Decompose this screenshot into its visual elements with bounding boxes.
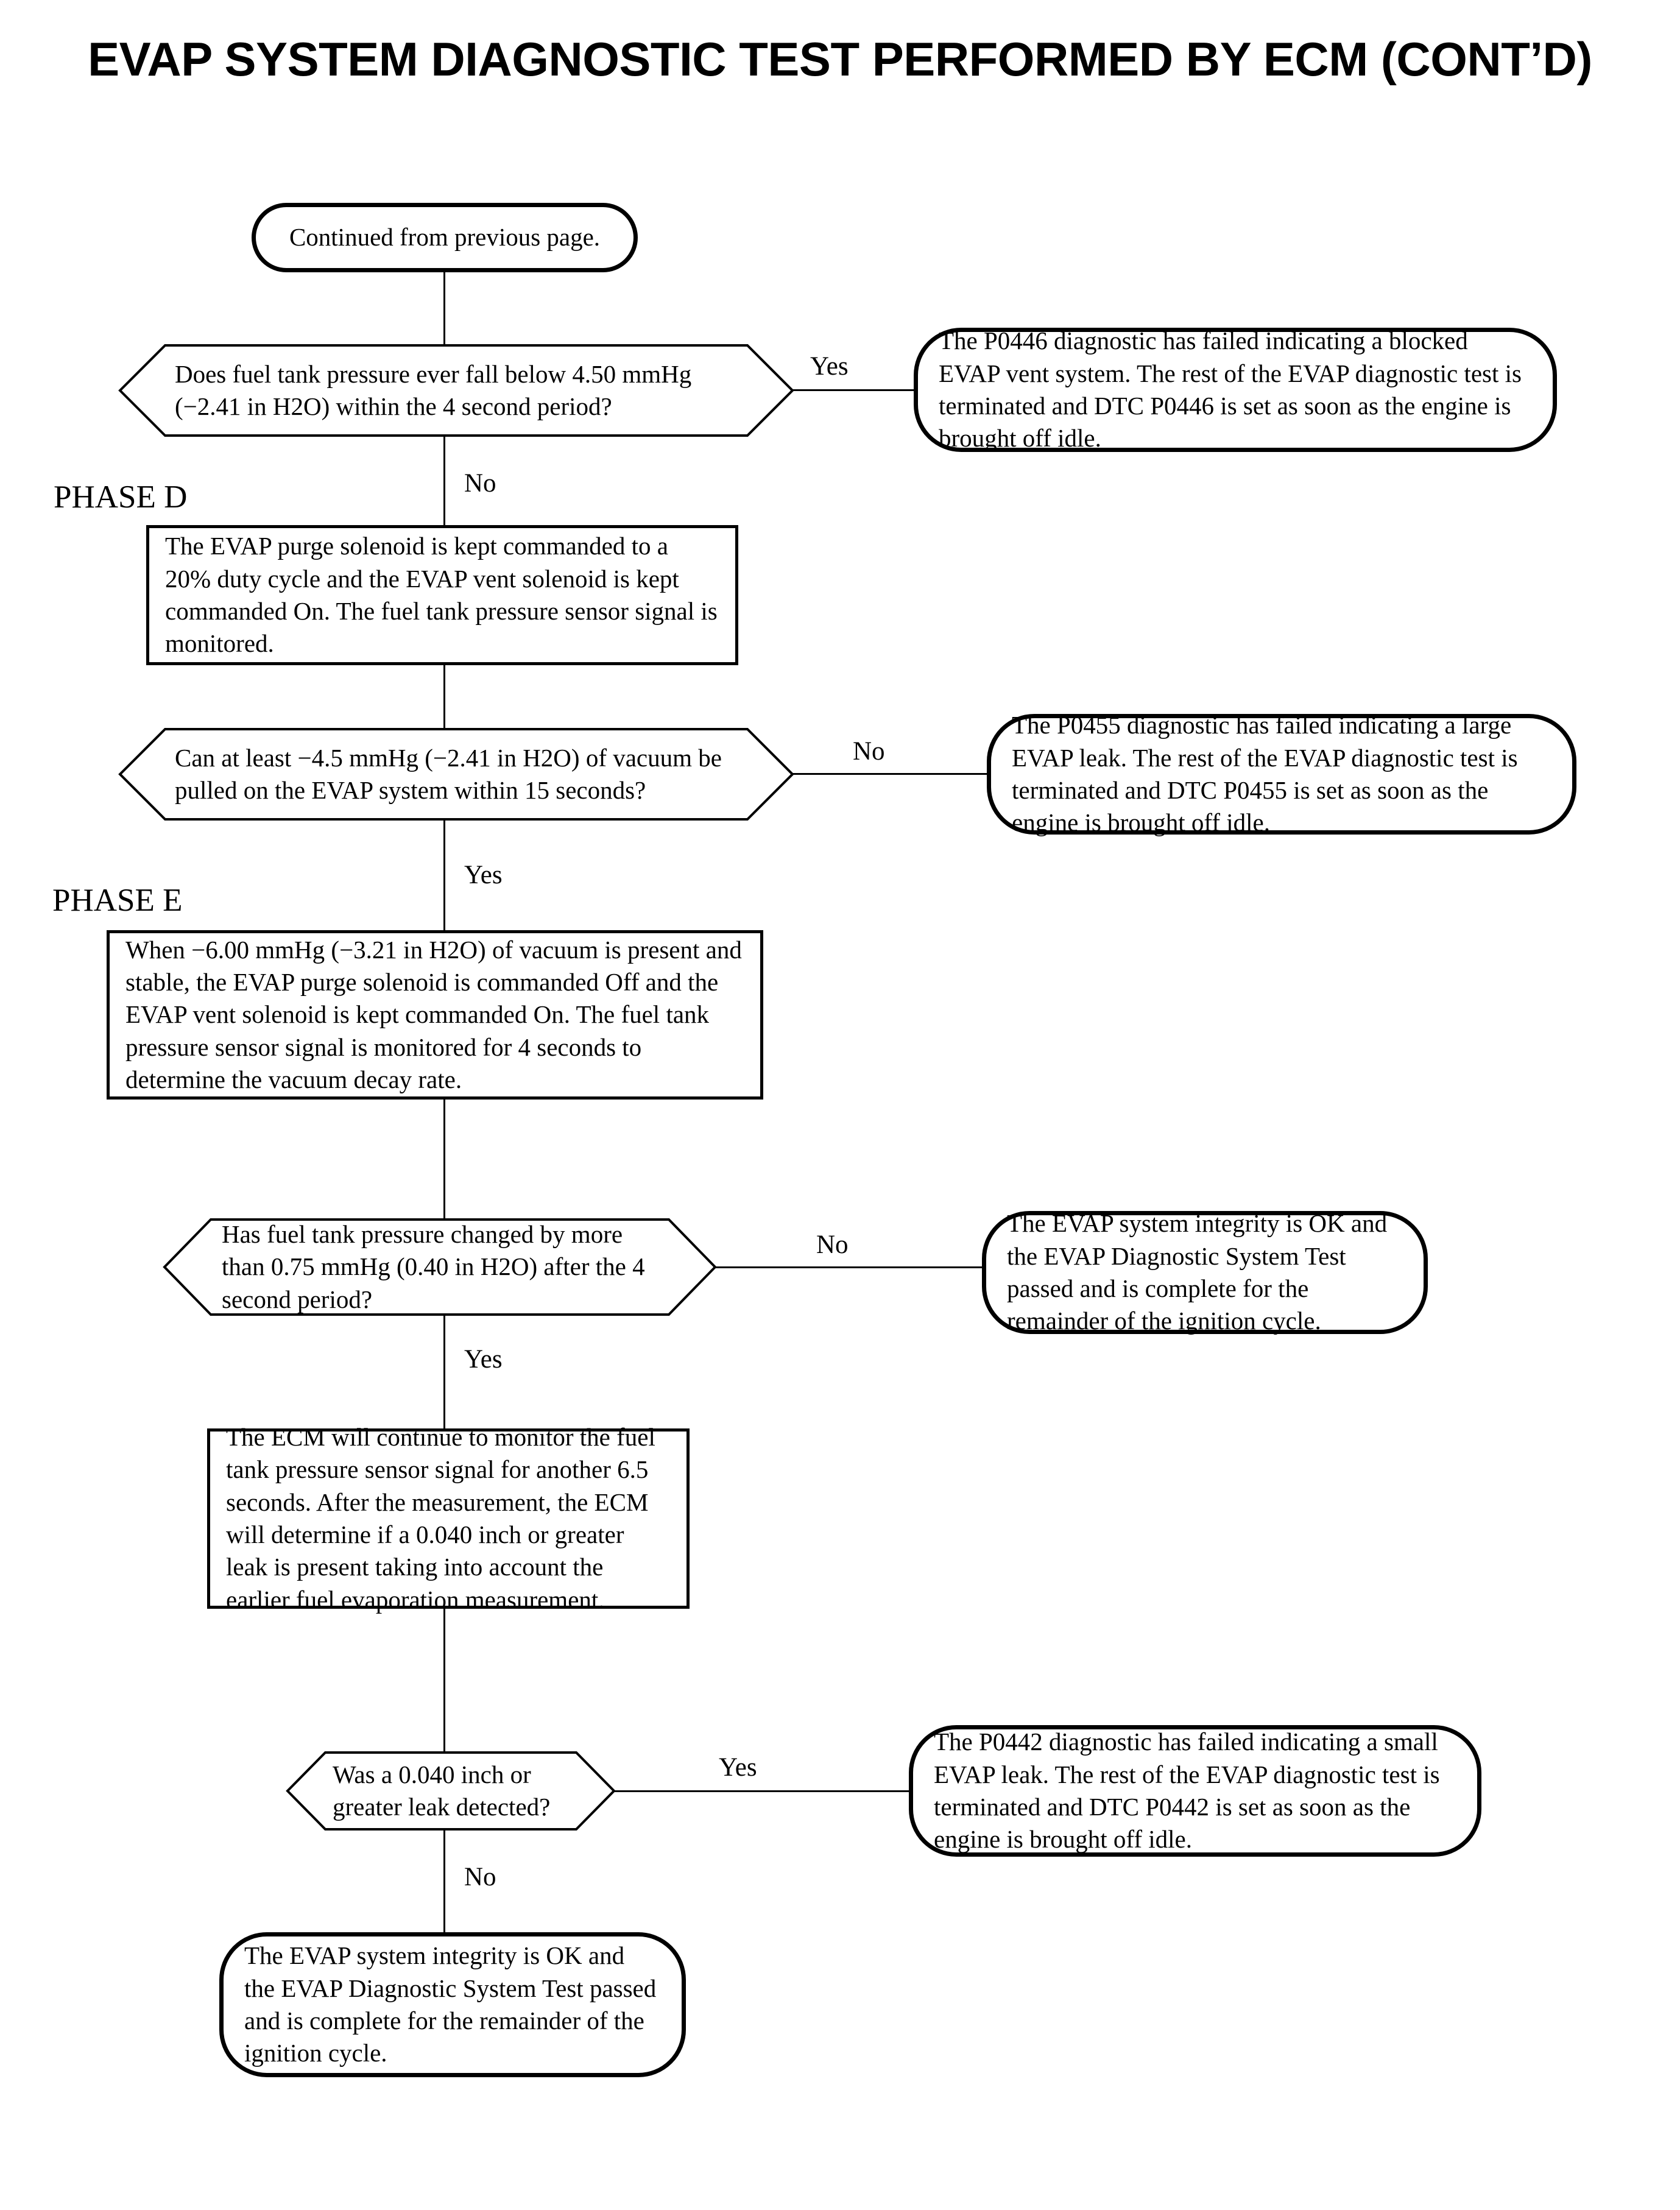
node-result-ok-lower-label: The EVAP system integrity is OK and the … bbox=[244, 1941, 657, 2067]
node-process-phase-d: The EVAP purge solenoid is kept commande… bbox=[146, 525, 738, 665]
node-result-ok-lower: The EVAP system integrity is OK and the … bbox=[219, 1932, 686, 2077]
connector-p0455-yes bbox=[443, 821, 445, 931]
node-result-ok-upper: The EVAP system integrity is OK and the … bbox=[982, 1209, 1428, 1335]
node-decision-pressure-change: Has fuel tank pressure changed by more t… bbox=[163, 1218, 717, 1316]
phase-d-label: PHASE D bbox=[54, 479, 188, 515]
branch-label-pressure-no: No bbox=[816, 1230, 849, 1259]
connector-start-to-decision-p0446 bbox=[443, 272, 445, 345]
branch-label-p0446-yes: Yes bbox=[810, 352, 849, 381]
branch-label-p0455-yes: Yes bbox=[464, 861, 503, 889]
node-decision-pressure-change-label: Has fuel tank pressure changed by more t… bbox=[222, 1220, 645, 1313]
node-result-p0446: The P0446 diagnostic has failed indicati… bbox=[914, 327, 1557, 453]
node-process-phase-e: When −6.00 mmHg (−3.21 in H2O) of vacuum… bbox=[107, 930, 763, 1100]
node-decision-p0455: Can at least −4.5 mmHg (−2.41 in H2O) of… bbox=[118, 728, 794, 821]
hexagon-shape bbox=[163, 1218, 717, 1316]
node-process-phase-e-label: When −6.00 mmHg (−3.21 in H2O) of vacuum… bbox=[125, 935, 742, 1093]
branch-label-p0446-no: No bbox=[464, 469, 496, 498]
page-title: EVAP SYSTEM DIAGNOSTIC TEST PERFORMED BY… bbox=[88, 32, 1592, 86]
node-start-label: Continued from previous page. bbox=[289, 223, 601, 252]
connector-phase-e-to-decision-pressure bbox=[443, 1100, 445, 1220]
connector-phase-d-to-decision-p0455 bbox=[443, 665, 445, 729]
node-result-ok-upper-label: The EVAP system integrity is OK and the … bbox=[1007, 1209, 1388, 1335]
connector-ecm-to-decision-leak bbox=[443, 1609, 445, 1754]
branch-label-leak-no: No bbox=[464, 1863, 496, 1891]
node-process-ecm-monitor-label: The ECM will continue to monitor the fue… bbox=[226, 1423, 655, 1614]
node-result-p0442: The P0442 diagnostic has failed indicati… bbox=[909, 1725, 1481, 1857]
branch-label-p0455-no: No bbox=[853, 737, 885, 766]
connector-p0455-no bbox=[792, 773, 990, 775]
connector-leak-no bbox=[443, 1830, 445, 1935]
phase-e-label: PHASE E bbox=[52, 883, 183, 918]
hexagon-shape bbox=[286, 1751, 616, 1830]
node-result-p0455: The P0455 diagnostic has failed indicati… bbox=[987, 711, 1576, 836]
node-decision-p0446-label: Does fuel tank pressure ever fall below … bbox=[175, 359, 692, 420]
connector-p0446-no bbox=[443, 437, 445, 526]
node-process-phase-d-label: The EVAP purge solenoid is kept commande… bbox=[165, 532, 718, 658]
node-decision-p0446: Does fuel tank pressure ever fall below … bbox=[118, 344, 794, 437]
node-result-p0442-label: The P0442 diagnostic has failed indicati… bbox=[934, 1728, 1440, 1854]
node-result-p0455-label: The P0455 diagnostic has failed indicati… bbox=[1012, 711, 1518, 837]
node-result-p0446-label: The P0446 diagnostic has failed indicati… bbox=[939, 327, 1522, 453]
connector-p0446-yes bbox=[792, 389, 917, 391]
branch-label-leak-yes: Yes bbox=[719, 1753, 757, 1782]
node-process-ecm-monitor: The ECM will continue to monitor the fue… bbox=[207, 1423, 690, 1614]
hexagon-shape bbox=[118, 728, 794, 821]
node-continued-from-previous-page: Continued from previous page. bbox=[252, 203, 638, 272]
hexagon-shape bbox=[118, 344, 794, 437]
node-decision-p0455-label: Can at least −4.5 mmHg (−2.41 in H2O) of… bbox=[175, 743, 722, 804]
node-decision-leak-label: Was a 0.040 inch or greater leak detecte… bbox=[333, 1760, 551, 1821]
connector-pressure-yes bbox=[443, 1316, 445, 1430]
connector-pressure-no bbox=[715, 1266, 983, 1268]
node-decision-leak: Was a 0.040 inch or greater leak detecte… bbox=[286, 1751, 616, 1830]
branch-label-pressure-yes: Yes bbox=[464, 1345, 503, 1374]
connector-leak-yes bbox=[614, 1790, 912, 1792]
